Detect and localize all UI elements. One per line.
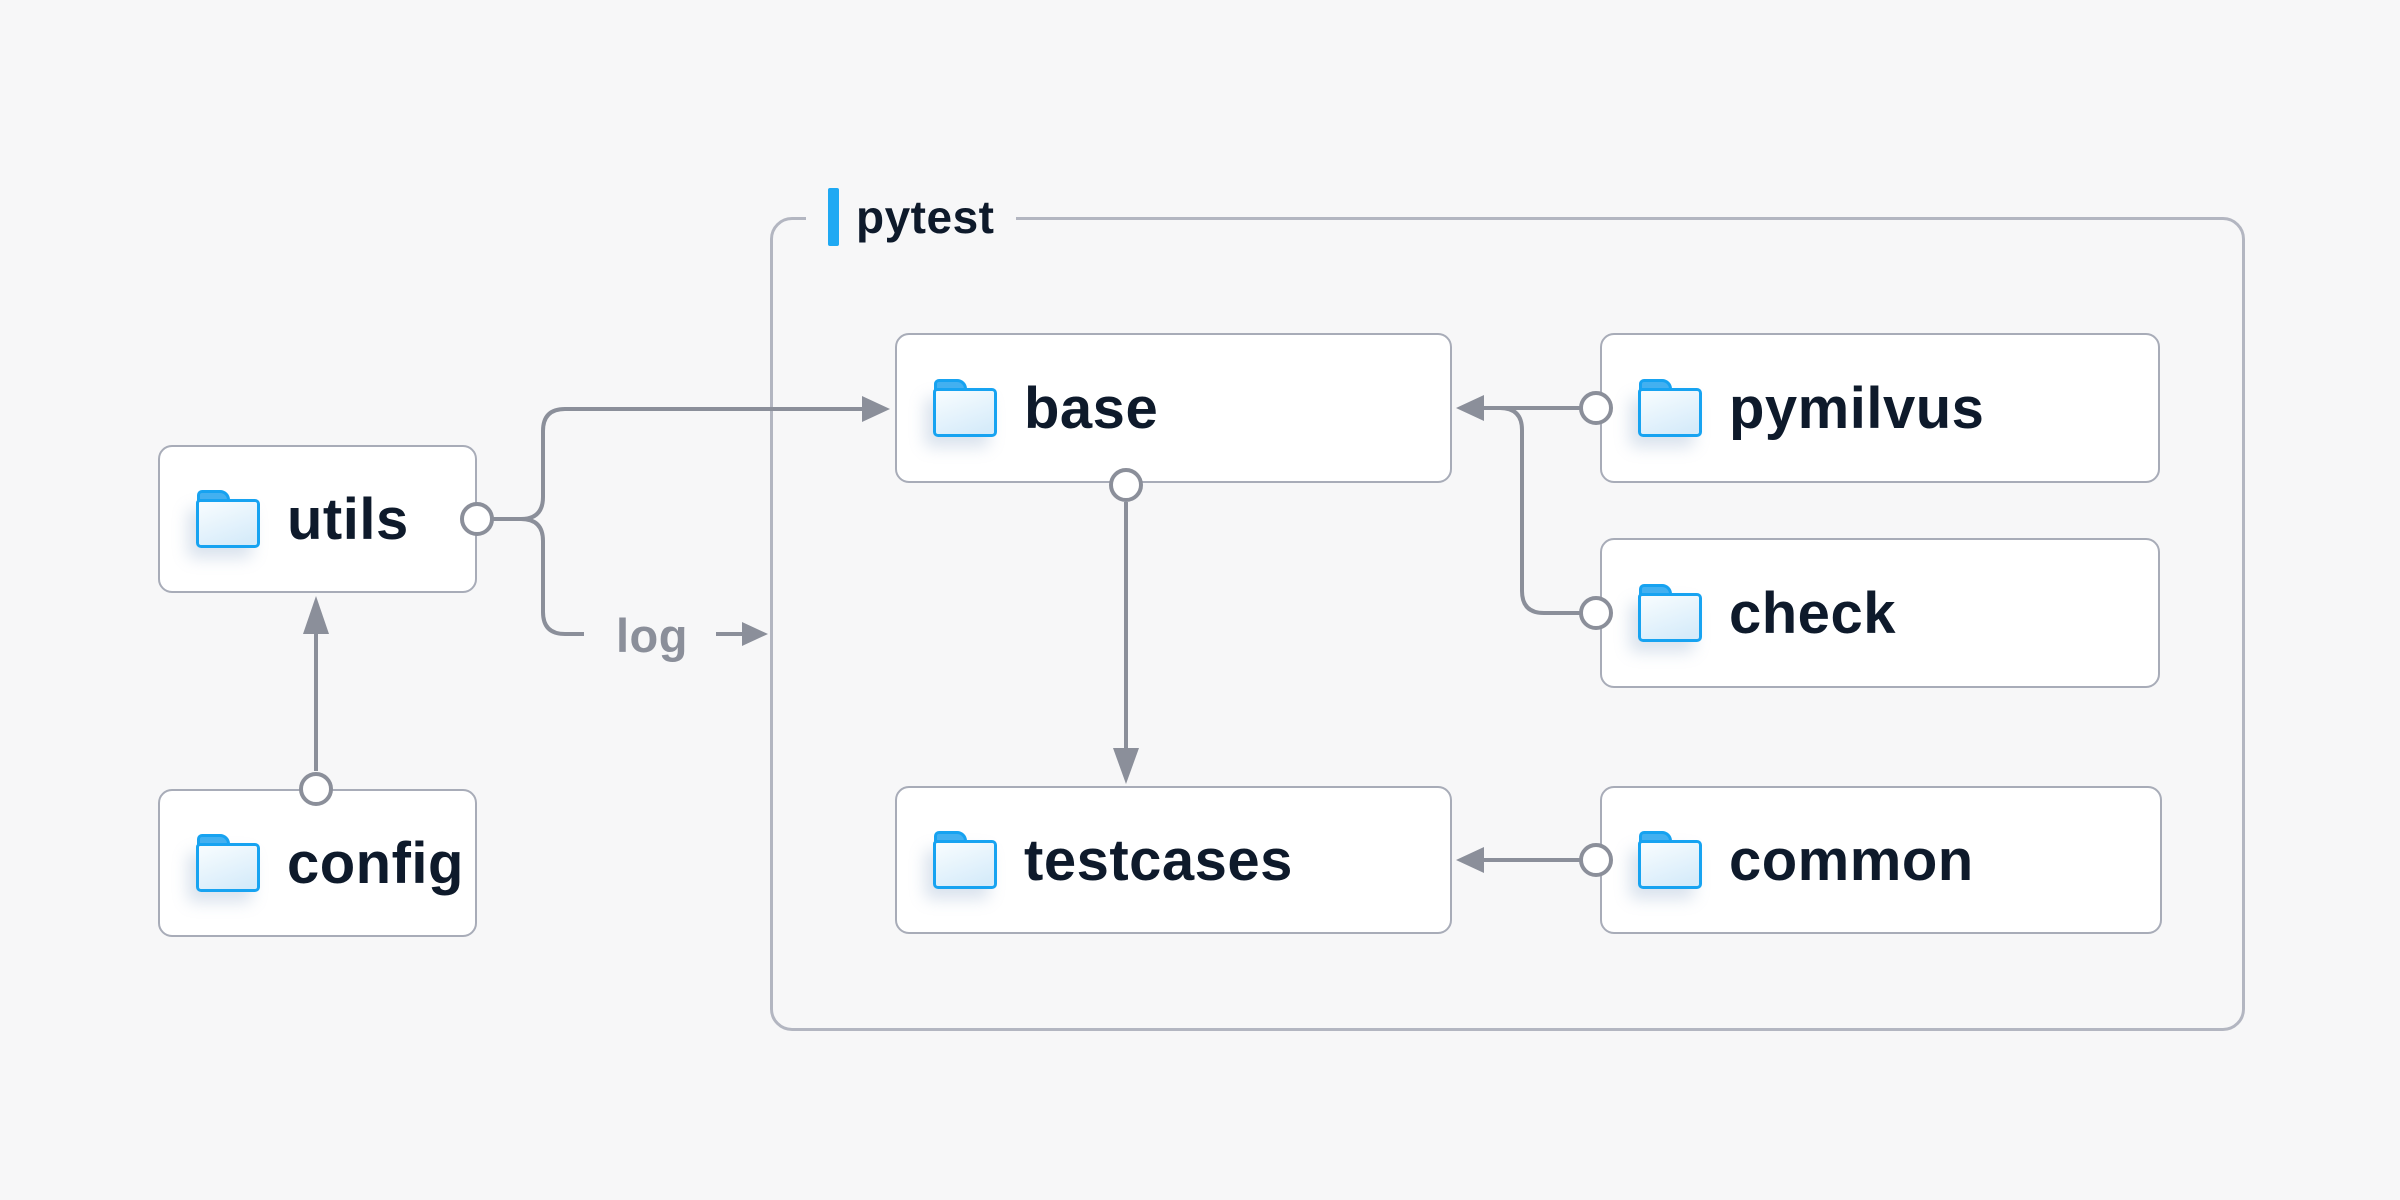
folder-icon xyxy=(196,490,260,548)
node-config: config xyxy=(158,789,477,937)
node-testcases: testcases xyxy=(895,786,1452,934)
node-utils: utils xyxy=(158,445,477,593)
node-common: common xyxy=(1600,786,2162,934)
folder-icon xyxy=(933,831,997,889)
node-label: check xyxy=(1729,580,1896,646)
group-title: pytest xyxy=(856,191,995,243)
arrowhead xyxy=(303,596,329,634)
node-label: testcases xyxy=(1024,827,1293,893)
accent-bar xyxy=(828,188,839,246)
folder-icon xyxy=(196,834,260,892)
node-label: config xyxy=(287,830,464,896)
node-check: check xyxy=(1600,538,2160,688)
edge-line xyxy=(520,517,584,636)
folder-icon xyxy=(1638,584,1702,642)
node-label: common xyxy=(1729,827,1974,893)
node-pymilvus: pymilvus xyxy=(1600,333,2160,483)
pytest-group xyxy=(770,217,2245,1031)
node-label: utils xyxy=(287,486,409,552)
node-label: base xyxy=(1024,375,1159,441)
edge-config-to-utils xyxy=(299,596,333,806)
node-base: base xyxy=(895,333,1452,483)
log-arrowhead xyxy=(742,622,768,646)
folder-icon xyxy=(1638,831,1702,889)
node-label: pymilvus xyxy=(1729,375,1985,441)
folder-icon xyxy=(933,379,997,437)
pytest-group-label: pytest xyxy=(806,186,1017,248)
folder-icon xyxy=(1638,379,1702,437)
edge-label-log: log xyxy=(616,608,688,662)
